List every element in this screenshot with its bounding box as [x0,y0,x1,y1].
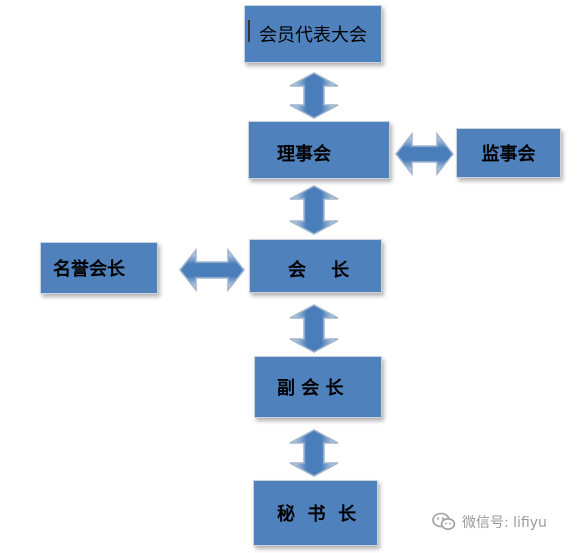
secretary-general-box: 秘 书 长 [253,480,378,546]
arrow-assembly-council [289,72,339,119]
vice-president-box: 副 会 长 [254,356,382,418]
general-assembly-label: 会员代表大会 [259,25,367,46]
arrow-honorary-president [179,247,245,293]
council-box: 理事会 [248,121,390,179]
arrow-council-president [289,185,339,235]
wechat-watermark: 微信号: lifiyu [432,512,547,532]
wechat-icon [432,512,456,530]
general-assembly-box: 会员代表大会 [244,5,382,63]
honorary-president-label: 名誉会长 [53,259,125,280]
arrow-council-supervisory [395,131,454,177]
secretary-general-label: 秘 书 长 [277,504,357,525]
honorary-president-box: 名誉会长 [40,242,158,294]
president-box: 会 长 [249,239,382,293]
watermark-text: 微信号: lifiyu [462,515,547,531]
council-label: 理事会 [277,144,331,165]
arrow-vice-secretary [289,429,339,477]
president-label: 会 长 [288,260,350,281]
arrow-president-vice [289,304,339,353]
supervisory-board-box: 监事会 [456,128,561,178]
supervisory-board-label: 监事会 [481,144,536,165]
vice-president-label: 副 会 长 [277,378,344,399]
